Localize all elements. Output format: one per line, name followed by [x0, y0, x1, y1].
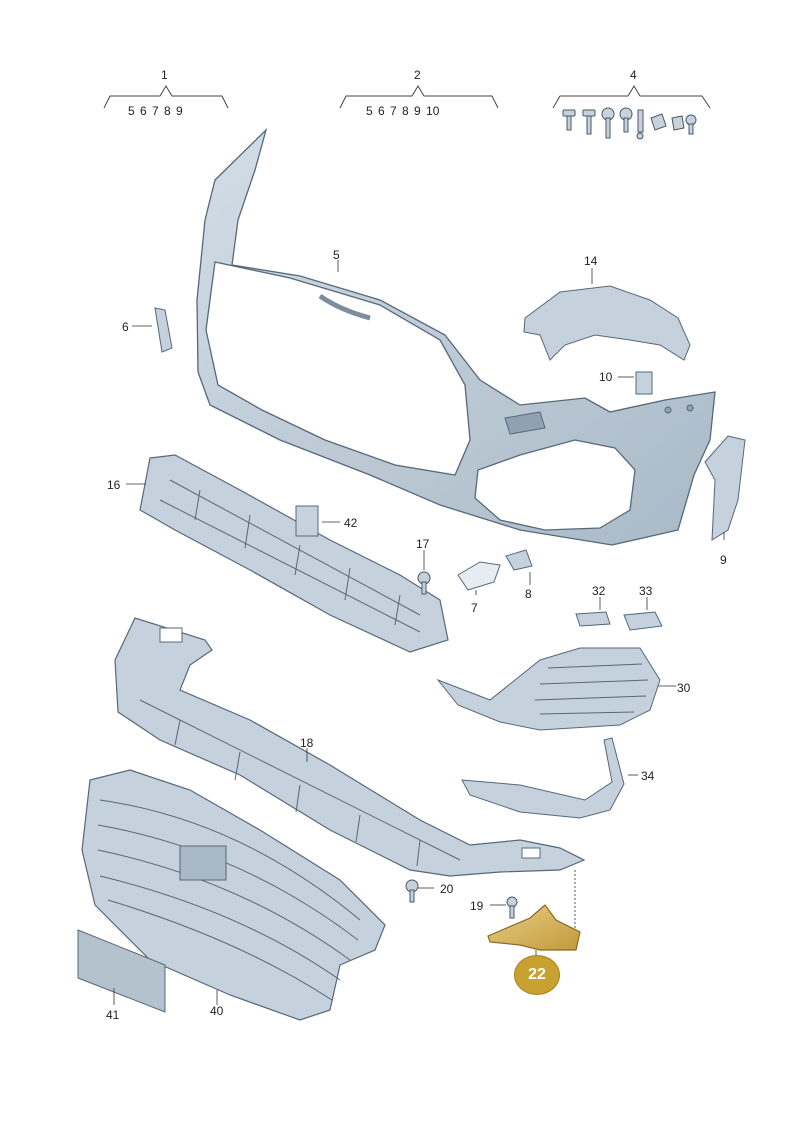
leader-lines	[113, 260, 725, 1005]
highlighted-part-badge[interactable]: 22	[514, 955, 560, 995]
group-2-label: 2	[414, 68, 421, 82]
part-40-grille	[81, 769, 386, 1021]
callout-10: 10	[599, 370, 613, 384]
callout-17: 17	[416, 537, 430, 551]
part-18-ribs	[139, 627, 541, 867]
part-9-trim	[704, 435, 746, 541]
callout-7: 7	[471, 601, 478, 615]
callout-18: 18	[300, 736, 314, 750]
part-16-carrier	[139, 454, 449, 653]
group-1-items: 5 6 7 8 9	[128, 104, 183, 118]
fastener-set-icon	[562, 107, 697, 140]
part-41-plate	[77, 929, 166, 1013]
group-bracket-2	[339, 85, 499, 109]
part-7-cap	[457, 561, 501, 591]
callout-34: 34	[641, 769, 655, 783]
part-17-bolt	[417, 571, 431, 595]
callout-33: 33	[639, 584, 653, 598]
callout-42: 42	[344, 516, 358, 530]
callout-9: 9	[720, 553, 727, 567]
group-4-label: 4	[630, 68, 637, 82]
part-33-bracket	[623, 611, 663, 631]
part-14-bracket	[523, 285, 691, 361]
part-22-highlighted	[487, 904, 581, 951]
part-19-bolt	[506, 896, 518, 919]
callout-8: 8	[525, 587, 532, 601]
group-bracket-1	[103, 85, 229, 109]
callout-16: 16	[107, 478, 121, 492]
group-bracket-4	[552, 85, 711, 109]
part-6-bracket	[154, 307, 173, 353]
callout-41: 41	[106, 1008, 120, 1022]
part-32-bracket	[575, 611, 611, 627]
callout-32: 32	[592, 584, 606, 598]
callout-5: 5	[333, 248, 340, 262]
part-30-grille-insert	[436, 647, 661, 731]
part-42-plate	[295, 505, 319, 537]
bumper-cover-part	[196, 127, 716, 546]
callout-14: 14	[584, 254, 598, 268]
callout-20: 20	[440, 882, 454, 896]
part-16-ribs	[159, 479, 421, 633]
part-40-slats	[97, 799, 361, 1001]
part-34-strip	[461, 737, 625, 819]
group-2-items: 5 6 7 8 9 10	[366, 104, 440, 118]
part-10-clip	[635, 371, 653, 395]
part-20-bolt	[405, 879, 419, 903]
callout-30: 30	[677, 681, 691, 695]
callout-6: 6	[122, 320, 129, 334]
callout-40: 40	[210, 1004, 224, 1018]
part-8-clip	[505, 549, 533, 571]
group-1-label: 1	[161, 68, 168, 82]
callout-19: 19	[470, 899, 484, 913]
part-30-slats	[534, 663, 649, 715]
part-40-emblem	[179, 845, 227, 881]
